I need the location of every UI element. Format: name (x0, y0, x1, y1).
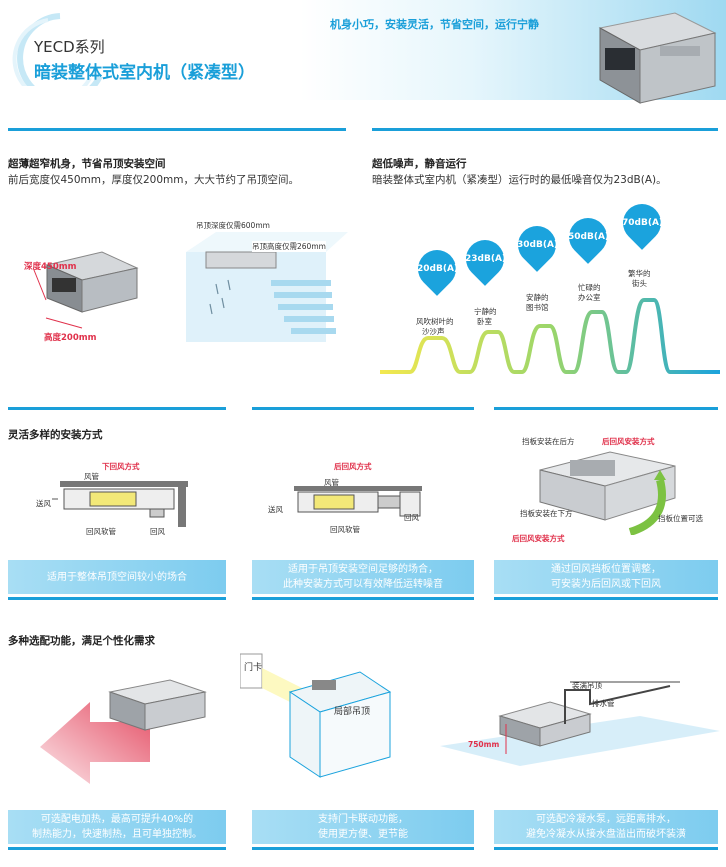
banner-s4-1: 可选配电加热，最高可提升40%的制热能力，快速制热，且可单独控制。 (8, 810, 226, 850)
baffle-down-label: 挡板安装在下方 (520, 509, 573, 518)
section1-rule (8, 128, 346, 131)
banner-s3-3: 通过回风挡板位置调整，可安装为后回风或下回风 (494, 560, 718, 600)
door-card-diagram (240, 653, 392, 778)
banner-s4-3: 可选配冷凝水泵，远距离排水，避免冷凝水从接水盘溢出而破坏装潢 (494, 810, 718, 850)
drain-pipe-label: 排水管 (592, 699, 615, 708)
series-name: YECD系列 (34, 38, 105, 56)
door-card-label: 门卡 (244, 663, 263, 673)
product-name: 暗装整体式室内机（紧凑型） (34, 63, 255, 83)
section3-rule-1 (8, 407, 226, 410)
drain-pump-diagram (440, 681, 720, 766)
d2-soft-label: 回风软管 (330, 525, 360, 534)
noise-wave (380, 298, 720, 374)
d1-duct-label: 风管 (84, 472, 99, 481)
baffle-diagram (539, 451, 676, 535)
cond-ceiling-label: 装满吊顶 (572, 681, 602, 690)
section1-desc: 前后宽度仅450mm，厚度仅200mm，大大节约了吊顶空间。 (8, 174, 299, 186)
adjustable-label: 挡板位置可选 (658, 514, 703, 523)
unit-image (598, 12, 717, 104)
section3-rule-2 (252, 407, 474, 410)
slogan: 机身小巧，安装灵活，节省空间，运行宁静 (330, 18, 539, 31)
section3-rule-3 (494, 407, 718, 410)
section2-title: 超低噪声，静音运行 (372, 158, 467, 170)
section4-title: 多种选配功能，满足个性化需求 (8, 635, 155, 647)
back-return-diagram (294, 486, 422, 517)
local-ceiling-label: 局部吊顶 (334, 707, 371, 717)
electric-heater-diagram (40, 679, 207, 784)
d2-duct-label: 风管 (324, 478, 339, 487)
baffle-back-label: 挡板安装在后方 (522, 437, 575, 446)
height-label: 高度200mm (44, 333, 97, 343)
section2-desc: 暗装整体式室内机（紧凑型）运行时的最低噪音仅为23dB(A)。 (372, 174, 667, 186)
compact-unit-diagram (33, 251, 139, 329)
depth-label: 深度450mm (24, 262, 77, 272)
bottom-return-title: 下回风方式 (102, 462, 140, 471)
banner-s3-2: 适用于吊顶安装空间足够的场合，此种安装方式可以有效降低运转噪音 (252, 560, 474, 600)
d2-return-label: 回风 (404, 513, 419, 522)
d2-supply-label: 送风 (268, 505, 283, 514)
lift-height-label: 750mm (468, 740, 500, 749)
d1-soft-label: 回风软管 (86, 527, 116, 536)
d1-return-label: 回风 (150, 527, 165, 536)
section2-rule (372, 128, 718, 131)
banner-s3-1: 适用于整体吊顶空间较小的场合 (8, 560, 226, 600)
section1-title: 超薄超窄机身，节省吊顶安装空间 (8, 158, 166, 170)
ceiling-height-label: 吊顶高度仅需260mm (252, 241, 326, 252)
d1-supply-label: 送风 (36, 499, 51, 508)
section3-title: 灵活多样的安装方式 (8, 429, 103, 441)
ceiling-depth-label: 吊顶深度仅需600mm (196, 220, 270, 231)
header-swoosh (12, 13, 103, 86)
back-mode-label: 后回风安装方式 (602, 437, 655, 446)
down-mode-label: 后回风安装方式 (512, 534, 565, 543)
back-return-title: 后回风方式 (334, 462, 372, 471)
bottom-return-diagram (52, 481, 188, 527)
banner-s4-2: 支持门卡联动功能，使用更方便、更节能 (252, 810, 474, 850)
